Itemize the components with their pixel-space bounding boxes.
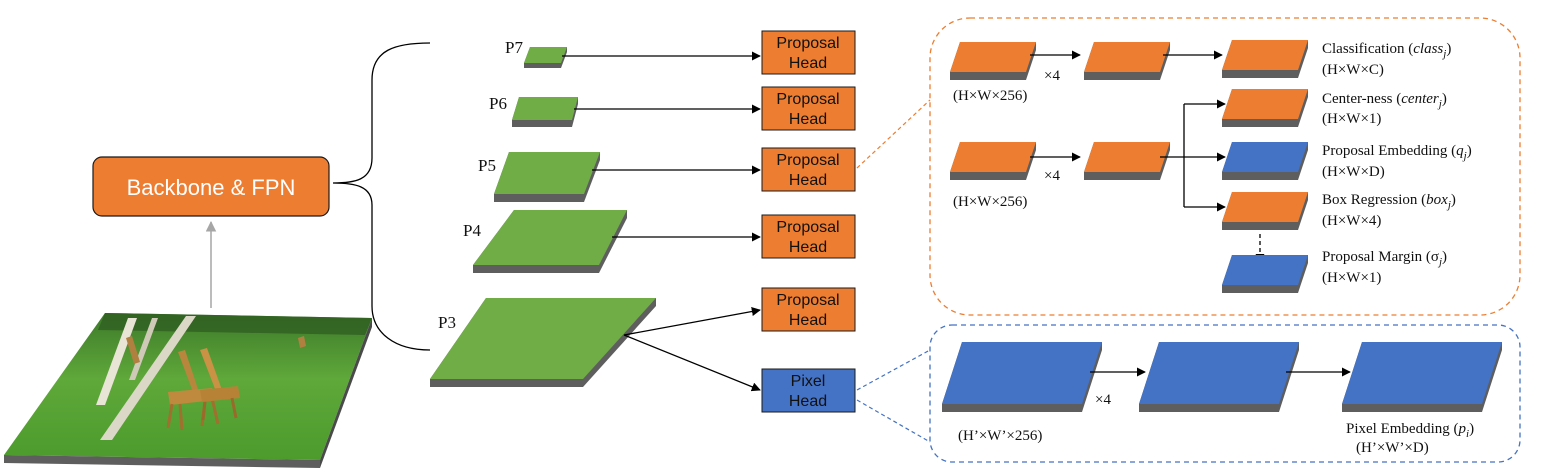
svg-text:Proposal: Proposal — [776, 35, 839, 52]
proposal-zoom-line — [856, 99, 931, 169]
proposal-margin-plate — [1222, 255, 1308, 293]
proposal-head-detail-panel — [929, 17, 1521, 316]
fpn-plate-p4: P4 — [463, 210, 627, 273]
proposal-margin-label: Proposal Margin (σj) — [1322, 249, 1447, 268]
svg-text:Head: Head — [789, 55, 827, 72]
centerness-plate — [1222, 89, 1308, 127]
fpn-label-p6: P6 — [489, 94, 507, 113]
classification-plate — [1222, 40, 1308, 78]
box-regression-label: Box Regression (boxj) — [1322, 192, 1456, 211]
pixel-zoom-line-top — [856, 349, 931, 391]
pixel-head: Pixel Head — [761, 368, 856, 413]
fpn-label-p4: P4 — [463, 221, 481, 240]
fpn-plate-p7: P7 — [505, 38, 567, 68]
proposal-head-p4: Proposal Head — [761, 214, 856, 259]
proposal-head-p5: Proposal Head — [761, 147, 856, 192]
fpn-plate-p6: P6 — [489, 94, 578, 127]
pixel-embedding-label: Pixel Embedding (pi) — [1346, 421, 1474, 440]
proposal-branch-arrows — [1160, 99, 1226, 212]
proposal-embedding-dim: (H×W×D) — [1322, 164, 1385, 180]
classification-label: Classification (classj) — [1322, 41, 1451, 60]
fpn-label-p3: P3 — [438, 313, 456, 332]
pixel-input-dim: (H’×W’×256) — [958, 428, 1042, 444]
box-regression-dim: (H×W×4) — [1322, 213, 1381, 229]
proposal-head-p3: Proposal Head — [761, 287, 856, 332]
pixel-tower-plate — [1139, 342, 1299, 412]
svg-text:Proposal: Proposal — [776, 91, 839, 108]
centerness-label: Center-ness (centerj) — [1322, 91, 1447, 110]
proposal-embedding-label: Proposal Embedding (qj) — [1322, 143, 1472, 162]
svg-text:Head: Head — [789, 111, 827, 128]
proposal-output-labels: Classification (classj) (H×W×C) Center-n… — [1322, 41, 1472, 286]
svg-text:Pixel: Pixel — [791, 373, 826, 390]
svg-text:Proposal: Proposal — [776, 219, 839, 236]
box-regression-plate — [1222, 192, 1308, 230]
proposal-input-dim-2: (H×W×256) — [953, 194, 1027, 210]
svg-text:Head: Head — [789, 393, 827, 410]
proposal-tower-plate-1 — [1084, 42, 1170, 80]
pixel-zoom-line-bottom — [856, 399, 931, 443]
svg-text:Head: Head — [789, 239, 827, 256]
proposal-tower-plate-2 — [1084, 142, 1170, 180]
pixel-embedding-plate — [1342, 342, 1502, 412]
proposal-repeat-2: ×4 — [1044, 168, 1060, 184]
proposal-input-plate-2 — [950, 142, 1036, 180]
svg-text:Head: Head — [789, 312, 827, 329]
p3-pixel-arrow — [623, 334, 761, 392]
backbone-fpn-box: Backbone & FPN — [92, 156, 330, 217]
fpn-brace — [332, 42, 431, 351]
pixel-head-detail-panel — [929, 324, 1521, 463]
proposal-margin-dim: (H×W×1) — [1322, 270, 1381, 286]
centerness-dim: (H×W×1) — [1322, 111, 1381, 127]
svg-text:Head: Head — [789, 172, 827, 189]
pixel-embedding-dim: (H’×W’×D) — [1356, 440, 1429, 456]
fpn-plate-p5: P5 — [478, 152, 600, 202]
proposal-head-p7: Proposal Head — [761, 30, 856, 75]
fpn-label-p7: P7 — [505, 38, 523, 57]
svg-text:Proposal: Proposal — [776, 152, 839, 169]
proposal-repeat-1: ×4 — [1044, 68, 1060, 84]
pixel-repeat: ×4 — [1095, 392, 1111, 408]
classification-dim: (H×W×C) — [1322, 62, 1384, 78]
svg-text:Proposal: Proposal — [776, 292, 839, 309]
proposal-head-p6: Proposal Head — [761, 86, 856, 131]
fpn-label-p5: P5 — [478, 156, 496, 175]
fpn-plate-p3: P3 — [430, 298, 656, 387]
input-image — [4, 313, 372, 468]
proposal-input-plate-1 — [950, 42, 1036, 80]
proposal-input-dim-1: (H×W×256) — [953, 88, 1027, 104]
backbone-label: Backbone & FPN — [127, 175, 296, 200]
proposal-embedding-plate — [1222, 142, 1308, 180]
plate-to-head-arrows — [562, 51, 761, 392]
pixel-input-plate — [942, 342, 1102, 412]
p3-proposal-arrow — [623, 307, 761, 336]
